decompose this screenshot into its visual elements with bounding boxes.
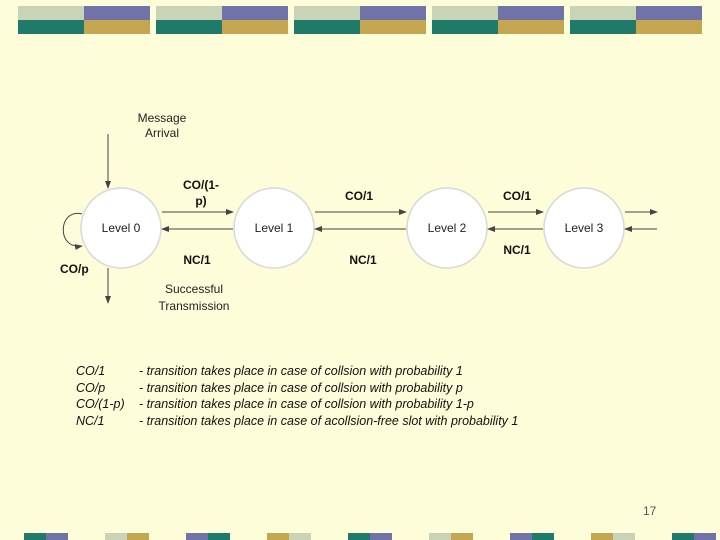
band-tile	[570, 6, 702, 34]
band-tile	[672, 533, 716, 540]
band-tile	[267, 533, 311, 540]
footer-decoration-band	[0, 533, 720, 540]
node-level-0-label: Level 0	[102, 221, 141, 235]
node-level-2: Level 2	[406, 187, 488, 269]
node-level-3-label: Level 3	[565, 221, 604, 235]
band-tile	[186, 533, 230, 540]
legend-description: - transition takes place in case of coll…	[139, 397, 474, 411]
page-number: 17	[643, 504, 657, 518]
arrow-self-loop-level-0	[62, 213, 83, 251]
label-nc-1-level2-to-1: NC/1	[349, 253, 377, 267]
band-tile	[294, 6, 426, 34]
band-tile	[510, 533, 554, 540]
label-nc-1-level1-to-0: NC/1	[183, 253, 211, 267]
node-level-0: Level 0	[80, 187, 162, 269]
legend-description: - transition takes place in case of acol…	[139, 413, 519, 428]
label-co-1-level1-to-2: CO/1	[345, 189, 373, 203]
legend-code: CO/(1-p)	[76, 397, 125, 411]
label-co-p: CO/p	[60, 262, 89, 276]
label-co-1-minus-p-line1: CO/(1-	[183, 178, 219, 192]
header-decoration-band	[0, 6, 720, 34]
band-tile	[591, 533, 635, 540]
legend-description: - transition takes place in case of coll…	[139, 364, 463, 378]
legend-code: CO/1	[76, 364, 106, 378]
legend-code: CO/p	[76, 380, 106, 395]
label-arrival: Arrival	[145, 126, 179, 140]
label-nc-1-level3-to-2: NC/1	[503, 243, 531, 257]
label-successful: Successful	[165, 282, 223, 296]
node-level-2-label: Level 2	[428, 221, 467, 235]
legend-description: - transition takes place in case of coll…	[139, 380, 463, 395]
band-tile	[156, 6, 288, 34]
band-tile	[24, 533, 68, 540]
node-level-1: Level 1	[233, 187, 315, 269]
label-co-1-level2-to-3: CO/1	[503, 189, 531, 203]
band-tile	[348, 533, 392, 540]
band-tile	[432, 6, 564, 34]
band-tile	[18, 6, 150, 34]
label-co-1-minus-p-line2: p)	[195, 194, 206, 208]
band-tile	[429, 533, 473, 540]
label-transmission: Transmission	[159, 299, 230, 313]
label-message: Message	[138, 111, 187, 125]
band-tile	[105, 533, 149, 540]
node-level-1-label: Level 1	[255, 221, 294, 235]
legend-code: NC/1	[76, 413, 105, 428]
node-level-3: Level 3	[543, 187, 625, 269]
